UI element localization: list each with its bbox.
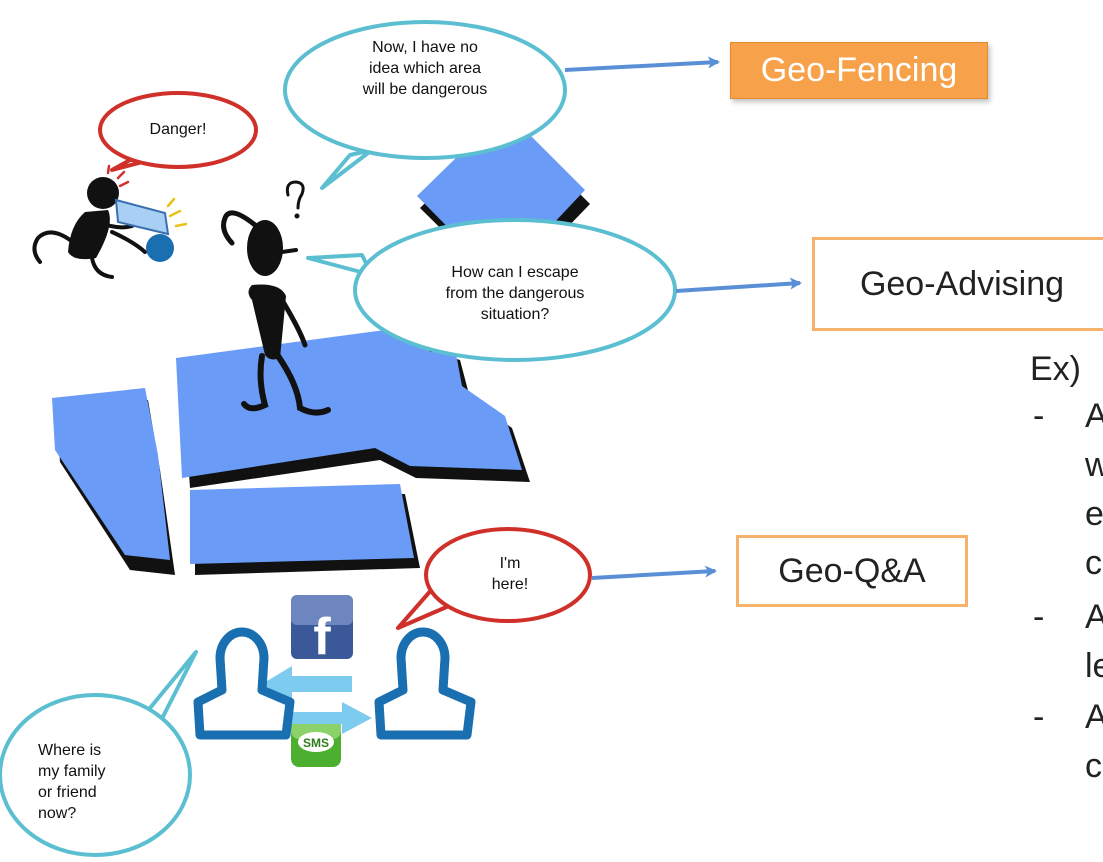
escape-line-1: How can I escape (451, 264, 579, 281)
where-bubble-text: Where is my family or friend now? (38, 740, 148, 824)
geo-qa-box: Geo-Q&A (736, 535, 968, 607)
facebook-icon: f (291, 595, 353, 666)
here-line-1: I'm (499, 555, 521, 572)
no-idea-line-2: idea which area (368, 60, 482, 77)
here-bubble (424, 527, 592, 623)
danger-bubble-text: Danger! (149, 121, 207, 138)
whistle-person-figure (32, 164, 188, 279)
no-idea-line-1: Now, I have no (372, 39, 478, 56)
escape-line-2: from the dangerous (445, 285, 585, 302)
no-idea-line-3: will be dangerous (362, 81, 488, 98)
arrow-left-to-person (262, 666, 352, 702)
confused-person-figure (221, 180, 331, 416)
no-idea-bubble (283, 20, 567, 160)
arrow-to-geo-advising (675, 277, 802, 293)
example-item-1-line-3: e (1085, 495, 1103, 533)
example-item-3-line-2: c (1085, 747, 1102, 785)
here-bubble-text: I'm here! (460, 553, 560, 595)
no-idea-bubble-text: Now, I have no idea which area will be d… (325, 37, 525, 100)
person-icon-right (374, 627, 476, 740)
here-line-2: here! (491, 576, 529, 593)
geo-advising-box: Geo-Advising (812, 237, 1103, 331)
example-item-1-line-2: w (1085, 446, 1103, 484)
example-item-1-dash: - (1033, 397, 1045, 435)
arrow-right-to-person (288, 702, 372, 734)
person-icon-left (193, 627, 295, 740)
svg-text:SMS: SMS (303, 736, 329, 750)
svg-text:f: f (313, 608, 331, 666)
example-item-1-line-4: c (1085, 544, 1102, 582)
where-bubble (0, 693, 192, 857)
where-line-1: Where is (38, 742, 102, 759)
escape-line-3: situation? (480, 306, 550, 323)
example-item-2-line-1: A (1085, 598, 1103, 636)
example-title: Ex) (1030, 350, 1081, 388)
geo-fencing-box: Geo-Fencing (730, 42, 988, 99)
sms-icon: SMS (291, 717, 341, 767)
arrow-to-geo-fencing (564, 56, 720, 72)
where-line-2: my family (38, 763, 106, 780)
danger-bubble (98, 91, 258, 169)
connector-arrows (564, 56, 802, 580)
map-piece-bottom (190, 484, 414, 564)
example-item-2-line-2: le (1085, 647, 1103, 685)
example-item-3-line-1: A (1085, 698, 1103, 736)
exchange-arrows (262, 666, 372, 734)
example-item-2-dash: - (1033, 598, 1045, 636)
where-line-4: now? (38, 805, 77, 822)
example-item-1-line-1: A (1085, 397, 1103, 435)
speech-bubbles (0, 20, 677, 857)
where-line-3: or friend (38, 784, 97, 801)
escape-bubble (353, 218, 677, 362)
arrow-to-geo-qa (591, 565, 717, 580)
example-item-3-dash: - (1033, 698, 1045, 736)
escape-bubble-text: How can I escape from the dangerous situ… (415, 262, 615, 325)
map-piece-left (52, 388, 170, 560)
no-idea-bubble-tail (320, 148, 374, 190)
